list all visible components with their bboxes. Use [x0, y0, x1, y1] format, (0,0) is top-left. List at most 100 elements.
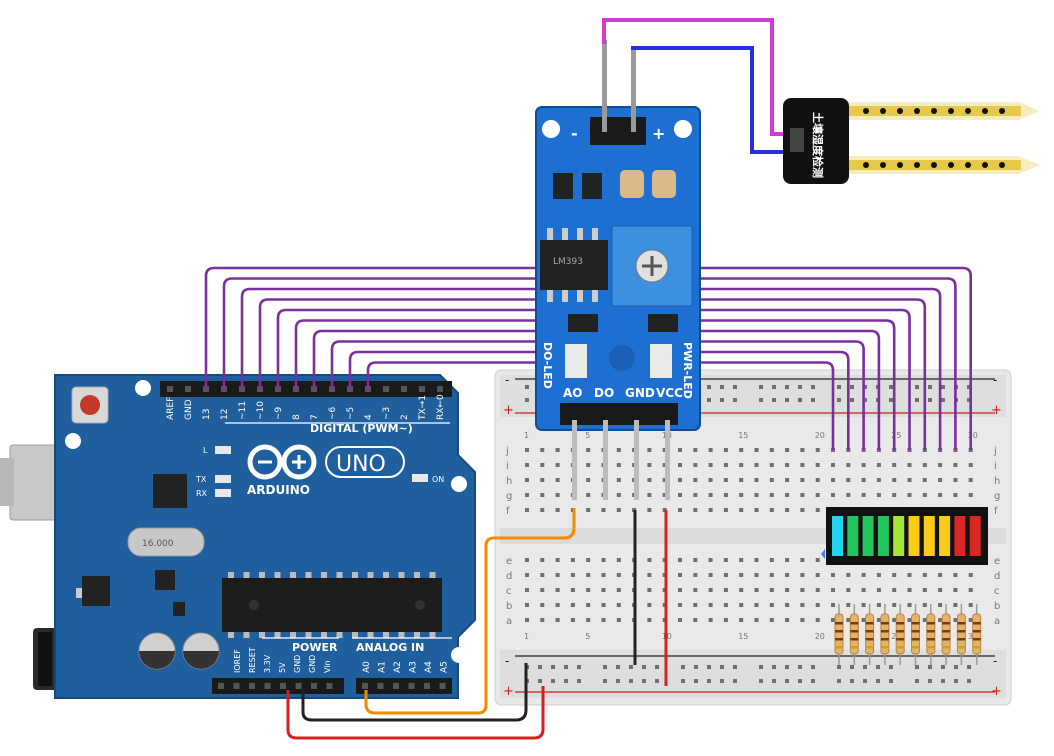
column-number: 15	[738, 632, 748, 641]
rail-minus-bottom-left: -	[505, 654, 509, 668]
power-pin-hole[interactable]	[326, 683, 333, 689]
bargraph-segment	[939, 516, 951, 556]
analog-pin-hole[interactable]	[439, 683, 446, 689]
power-pin-hole[interactable]	[295, 683, 302, 689]
wire-probe-b	[631, 46, 790, 154]
module-pin-plus: +	[652, 124, 665, 143]
column-number: 20	[815, 632, 825, 641]
digital-pin-label: 2	[400, 414, 410, 420]
digital-pin-label: 13	[202, 409, 212, 420]
digital-pin-hole[interactable]	[167, 386, 173, 392]
bargraph-segment	[847, 516, 859, 556]
analog-pin-hole[interactable]	[424, 683, 430, 689]
power-pin-label: IOREF	[233, 649, 242, 673]
resistor-array	[834, 604, 982, 665]
analog-header	[356, 678, 452, 694]
module-bottom-pin-label: AO	[563, 386, 583, 400]
arduino-logo-icon	[247, 444, 317, 480]
crystal-label: 16.000	[142, 539, 174, 549]
digital-pin-label: ~3	[382, 407, 392, 420]
digital-pin-hole[interactable]	[401, 386, 407, 392]
lm393-chip	[540, 240, 608, 290]
module-bottom-header	[560, 403, 678, 425]
rail-plus-bottom-left: +	[503, 684, 514, 699]
arduino-brand: ARDUINO	[247, 483, 310, 497]
led-on-label: ON	[432, 475, 444, 484]
analog-pin-hole[interactable]	[362, 683, 368, 689]
bargraph-segment	[832, 516, 843, 556]
module-bottom-pin-label: VCC	[656, 386, 683, 400]
analog-pin-hole[interactable]	[408, 683, 415, 689]
analog-pin-hole[interactable]	[393, 683, 399, 689]
reset-button-cap[interactable]	[80, 395, 100, 415]
led-tx	[215, 475, 231, 483]
digital-pin-label: AREF	[166, 397, 176, 420]
bargraph-segment	[862, 516, 874, 556]
module-bottom-pin-label: DO	[594, 386, 614, 400]
analog-pin-label: A0	[362, 661, 372, 673]
module-pin-minus: -	[571, 124, 578, 143]
digital-pin-label: RX←0	[436, 394, 446, 420]
power-pin-hole[interactable]	[218, 683, 224, 689]
column-number: 25	[891, 431, 901, 440]
row-letter: j	[505, 446, 509, 457]
rail-plus-top-right: +	[991, 403, 1002, 418]
soil-probe: 土壤湿度检测	[783, 98, 1040, 184]
bargraph-segment	[923, 516, 935, 556]
power-pin-label: 5V	[278, 662, 287, 673]
led-on	[412, 474, 428, 482]
row-letter: e	[994, 556, 1000, 567]
row-letter: g	[506, 491, 512, 502]
row-letter: d	[994, 571, 1000, 582]
analog-pin-label: A1	[378, 661, 388, 673]
row-letter: c	[506, 586, 512, 597]
do-led-label: DO-LED	[541, 342, 554, 389]
row-letter: b	[994, 601, 1000, 612]
usb-chip	[153, 474, 187, 508]
column-number: 5	[585, 632, 590, 641]
digital-pin-label: ~6	[328, 406, 338, 420]
power-pin-hole[interactable]	[280, 683, 286, 689]
analog-pin-label: A4	[424, 661, 434, 673]
power-pin-hole[interactable]	[233, 683, 240, 689]
digital-header	[160, 381, 452, 397]
rail-minus-top-left: -	[505, 373, 509, 387]
row-letter: g	[994, 491, 1000, 502]
digital-pin-hole[interactable]	[419, 386, 425, 392]
digital-pin-hole[interactable]	[185, 386, 191, 392]
row-letter: f	[994, 506, 998, 517]
digital-pin-label: ~10	[256, 401, 266, 420]
digital-pin-label: ~11	[238, 401, 248, 420]
rail-minus-top-right: -	[993, 373, 997, 387]
digital-pin-label: 7	[310, 414, 320, 420]
rail-plus-bottom-right: +	[991, 684, 1002, 699]
led-l	[215, 446, 231, 454]
power-pin-hole[interactable]	[249, 683, 255, 689]
power-pin-hole[interactable]	[311, 683, 317, 689]
led-rx-label: RX	[196, 489, 208, 498]
power-pin-hole[interactable]	[264, 683, 271, 689]
digital-pin-label: 4	[364, 414, 374, 420]
row-letter: a	[506, 616, 512, 627]
digital-pin-hole[interactable]	[383, 386, 389, 392]
column-number: 20	[815, 431, 825, 440]
arduino-model: UNO	[336, 452, 386, 477]
row-letter: b	[506, 601, 512, 612]
row-letter: h	[994, 476, 1000, 487]
analog-pin-hole[interactable]	[377, 683, 384, 689]
digital-pin-label: TX→1	[418, 395, 428, 421]
crystal	[127, 527, 205, 557]
digital-pin-hole[interactable]	[437, 386, 443, 392]
column-number: 1	[524, 431, 529, 440]
column-number: 5	[585, 431, 590, 440]
bargraph-segment	[893, 516, 905, 556]
digital-pwm-label: DIGITAL (PWM~)	[310, 422, 413, 435]
led-l-label: L	[203, 446, 208, 455]
voltage-regulator	[82, 576, 110, 606]
column-number: 30	[968, 431, 978, 440]
power-label: POWER	[292, 641, 338, 654]
